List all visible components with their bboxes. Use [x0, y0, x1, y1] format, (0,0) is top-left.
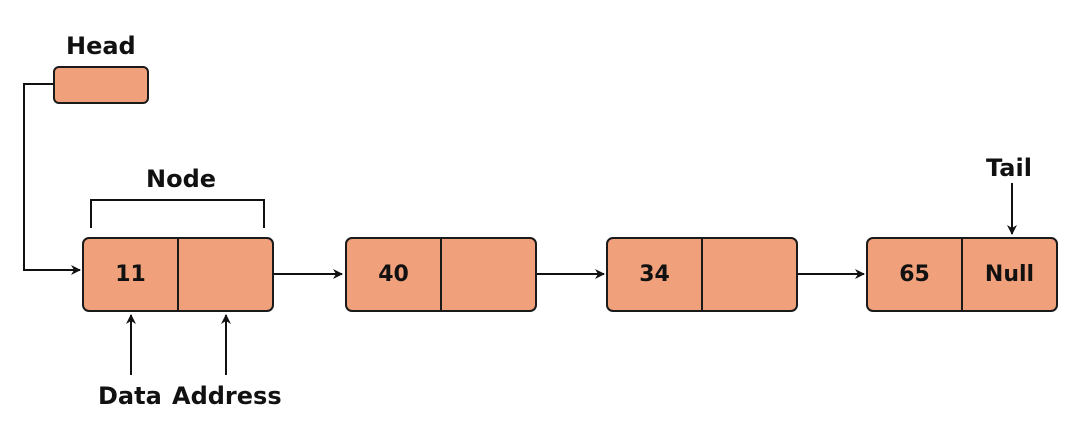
- node-bracket: [90, 199, 265, 228]
- list-node-4: 65 Null: [866, 237, 1058, 312]
- node-data-cell: 11: [115, 262, 146, 287]
- list-node-1: 11: [82, 237, 274, 312]
- list-node-3: 34: [606, 237, 798, 312]
- head-label: Head: [66, 32, 136, 60]
- node-address-cell: [701, 239, 796, 310]
- head-pointer-box: [53, 66, 149, 104]
- node-data-cell: 34: [639, 262, 670, 287]
- address-label: Address: [172, 382, 282, 410]
- node-label: Node: [146, 165, 217, 193]
- tail-label: Tail: [986, 154, 1032, 182]
- data-label: Data: [98, 382, 162, 410]
- head-pointer-arrow: [23, 83, 81, 275]
- node-data-cell: 40: [378, 262, 409, 287]
- node-address-cell: [177, 239, 272, 310]
- node-data-cell: 65: [899, 262, 930, 287]
- node-address-cell: [440, 239, 535, 310]
- node-address-cell: Null: [961, 239, 1056, 310]
- list-node-2: 40: [345, 237, 537, 312]
